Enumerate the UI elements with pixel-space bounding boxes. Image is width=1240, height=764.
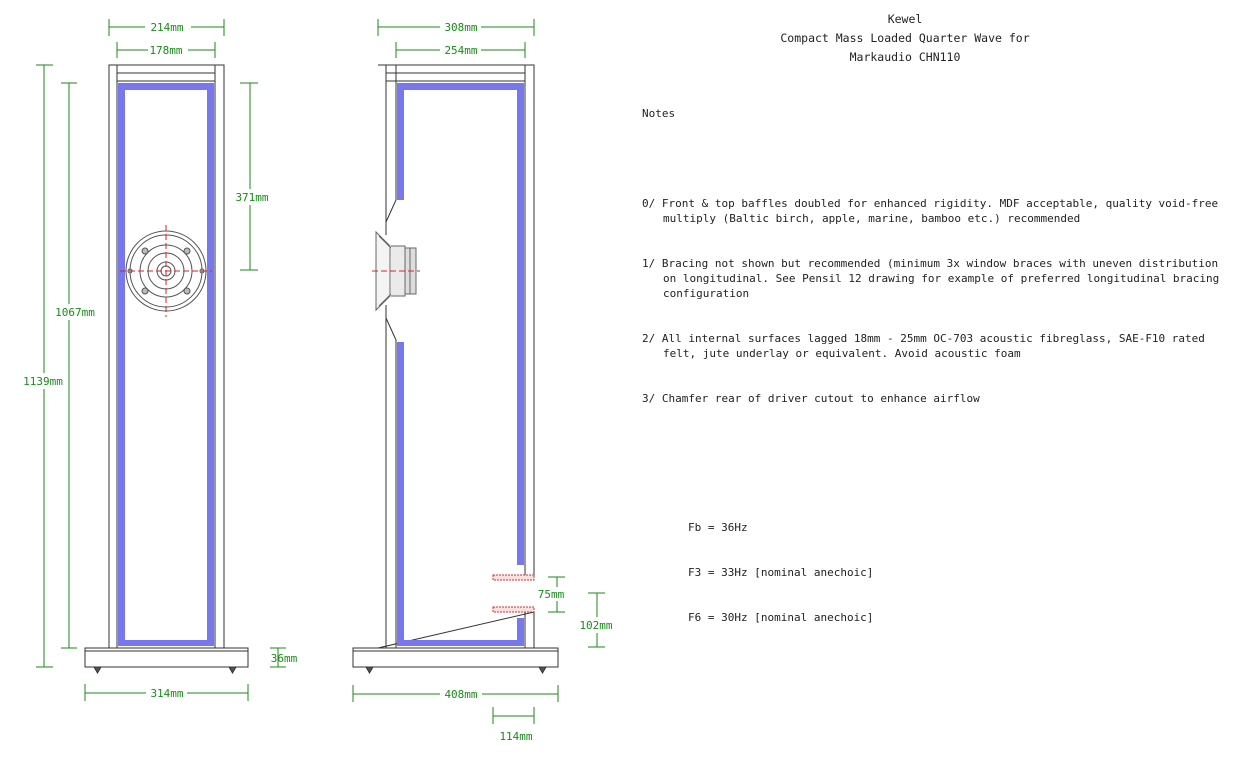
tuning-fb: Fb = 36Hz xyxy=(688,521,748,534)
dim-plinth-height: 36mm xyxy=(271,652,298,665)
note-item: 1/ Bracing not shown but recommended (mi… xyxy=(642,257,1220,300)
port-upper xyxy=(492,574,535,581)
dim-front-total-height: 1139mm xyxy=(23,375,63,388)
driver-side xyxy=(372,230,420,312)
title-line-3: Markaudio CHN110 xyxy=(849,50,961,64)
dim-side-outer-depth: 308mm xyxy=(444,21,477,34)
notes-panel: Notes 0/ Front & top baffles doubled for… xyxy=(642,76,1232,640)
dim-front-inner-width: 178mm xyxy=(149,44,182,57)
side-plinth xyxy=(352,647,559,668)
dim-front-outer-width: 214mm xyxy=(150,21,183,34)
notes-heading: Notes xyxy=(642,107,676,120)
front-spike-right xyxy=(228,666,237,674)
dim-side-inner-depth: 254mm xyxy=(444,44,477,57)
note-item: 3/ Chamfer rear of driver cutout to enha… xyxy=(642,392,980,405)
drawing-title: Kewel Compact Mass Loaded Quarter Wave f… xyxy=(700,10,1110,67)
front-view xyxy=(84,64,249,674)
side-lining-top xyxy=(397,83,524,565)
dim-port-depth: 114mm xyxy=(499,730,532,743)
dim-front-driver-height: 371mm xyxy=(235,191,268,204)
front-plinth xyxy=(84,647,249,668)
tuning-f3: F3 = 33Hz [nominal anechoic] xyxy=(688,566,874,579)
title-line-1: Kewel xyxy=(887,12,923,26)
dim-front-inner-height: 1067mm xyxy=(55,306,95,319)
driver-front xyxy=(120,225,212,317)
dim-port-height: 102mm xyxy=(579,619,612,632)
front-spike-left xyxy=(93,666,102,674)
front-outer-panel xyxy=(108,64,225,649)
dim-port-spacing: 75mm xyxy=(538,588,565,601)
dimension-lines xyxy=(36,19,605,724)
side-lining-bottom xyxy=(397,342,524,646)
title-line-2: Compact Mass Loaded Quarter Wave for xyxy=(780,31,1030,45)
dimension-labels: 214mm 178mm 371mm 1067mm 1139mm 36mm 314… xyxy=(23,21,613,743)
side-spike-left xyxy=(365,666,374,674)
dim-side-plinth-depth: 408mm xyxy=(444,688,477,701)
front-lining xyxy=(118,83,214,646)
ports xyxy=(492,574,535,613)
driver-chamfer xyxy=(385,199,397,341)
port-lower xyxy=(492,606,535,613)
dim-plinth-width: 314mm xyxy=(150,687,183,700)
note-item: 2/ All internal surfaces lagged 18mm - 2… xyxy=(642,332,1205,360)
side-spike-right xyxy=(538,666,547,674)
tuning-f6: F6 = 30Hz [nominal anechoic] xyxy=(688,611,874,624)
note-item: 0/ Front & top baffles doubled for enhan… xyxy=(642,197,1219,225)
side-view xyxy=(352,64,559,674)
